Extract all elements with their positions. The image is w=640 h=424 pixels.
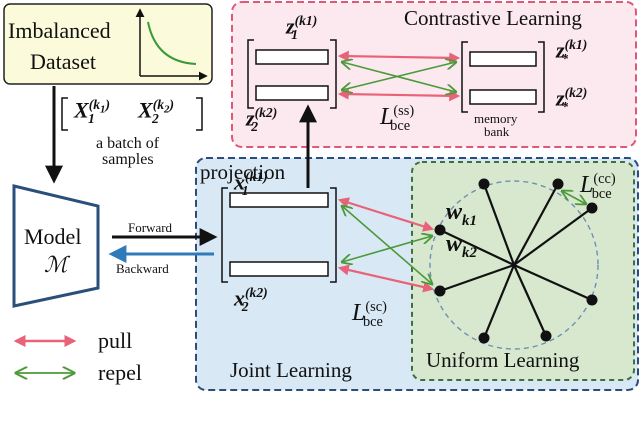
projection-title: projection — [200, 160, 286, 184]
x2-label: x(k2)2 — [234, 285, 268, 314]
backward-label: Backward — [116, 261, 169, 276]
batch-caption-line2: samples — [102, 151, 154, 168]
dataset-label-line1: Imbalanced — [8, 18, 111, 43]
class-prototype-spokes — [439, 183, 593, 339]
memory-bank-line1: memory — [474, 111, 518, 126]
z-bracket-right — [330, 39, 337, 109]
model-title: Model — [24, 224, 82, 249]
z-feature-1 — [255, 49, 329, 65]
memory-bank-line2: bank — [484, 124, 510, 139]
dataset-label-line2: Dataset — [30, 49, 96, 74]
z-feature-2 — [255, 85, 329, 101]
forward-label: Forward — [128, 220, 173, 235]
dataset-chart-icon — [135, 8, 208, 81]
z2-label: z(k2)2 — [246, 105, 278, 134]
z-star-2-label: z(k2)* — [556, 85, 588, 114]
x1-label: x(k1)1 — [234, 169, 268, 198]
model-symbol: ℳ — [44, 252, 68, 277]
z-star-1-label: z(k1)* — [556, 37, 588, 66]
uniform-repel-arrow — [562, 191, 586, 204]
loss-ss-label: L(ss)bce — [380, 103, 415, 134]
uniform-title: Uniform Learning — [426, 348, 580, 372]
legend-pull-label: pull — [98, 328, 133, 353]
z1-label: z(k1)1 — [286, 13, 318, 42]
projection-feature-2 — [229, 261, 329, 277]
loss-cc-label: L(cc)bce — [580, 171, 616, 202]
batch-x1: X(k1)1 — [74, 97, 111, 126]
joint-learning-label: Joint Learning — [230, 358, 352, 382]
class-prototype-points — [434, 178, 598, 344]
contrastive-pull-arrow-1 — [337, 50, 461, 64]
memory-bracket-left — [461, 41, 468, 113]
joint-repel-arrow-2 — [342, 236, 432, 262]
memory-feature-1 — [469, 51, 537, 67]
batch-caption-line1: a batch of — [96, 135, 160, 152]
memory-feature-2 — [469, 89, 537, 105]
contrastive-title: Contrastive Learning — [404, 6, 582, 30]
loss-sc-label: L(sc)bce — [352, 299, 387, 330]
batch-bracket-right — [196, 97, 203, 131]
dataset-box — [3, 3, 213, 85]
model-box — [12, 184, 100, 308]
batch-x2: X(k2)2 — [138, 97, 175, 126]
projection-feature-1 — [229, 192, 329, 208]
projection-bracket-left — [221, 187, 228, 283]
w-k1-label: wk1 — [446, 199, 477, 229]
contrastive-repel-arrow-2 — [342, 62, 456, 90]
w-k2-label: wk2 — [446, 231, 477, 261]
batch-bracket-left — [61, 97, 68, 131]
legend-repel-label: repel — [98, 360, 142, 385]
projection-bracket-right — [330, 187, 337, 283]
z-bracket-left — [247, 39, 254, 109]
memory-bracket-right — [538, 41, 545, 113]
